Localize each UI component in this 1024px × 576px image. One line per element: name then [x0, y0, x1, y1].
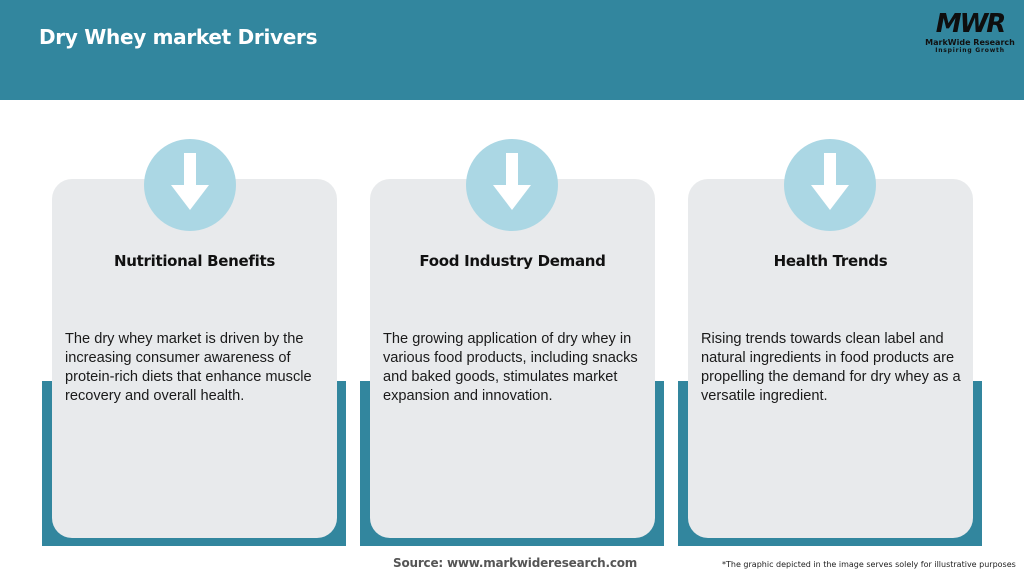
- driver-card-health-trends: Health Trends Rising trends towards clea…: [688, 179, 973, 538]
- arrow-down-icon: [144, 139, 236, 231]
- page-title: Dry Whey market Drivers: [39, 25, 318, 49]
- card-title: Health Trends: [773, 252, 888, 270]
- driver-card-food-industry-demand: Food Industry Demand The growing applica…: [370, 179, 655, 538]
- driver-card-nutritional-benefits: Nutritional Benefits The dry whey market…: [52, 179, 337, 538]
- logo-tagline: Inspiring Growth: [935, 47, 1005, 54]
- source-citation: Source: www.markwideresearch.com: [393, 556, 638, 570]
- logo-mark: MWR: [935, 9, 1007, 39]
- header-banner: Dry Whey market Drivers MWR MarkWide Res…: [0, 0, 1024, 100]
- card-title: Nutritional Benefits: [114, 252, 275, 270]
- card-body: Rising trends towards clean label and na…: [701, 331, 961, 404]
- card-body: The growing application of dry whey in v…: [383, 331, 638, 404]
- card-body: The dry whey market is driven by the inc…: [65, 331, 312, 404]
- markwide-logo: MWR MarkWide Research Inspiring Growth: [922, 10, 1018, 58]
- logo-name: MarkWide Research: [925, 38, 1015, 47]
- arrow-down-icon: [466, 139, 558, 231]
- disclaimer-note: *The graphic depicted in the image serve…: [722, 560, 1016, 569]
- arrow-down-icon: [784, 139, 876, 231]
- card-title: Food Industry Demand: [419, 252, 606, 270]
